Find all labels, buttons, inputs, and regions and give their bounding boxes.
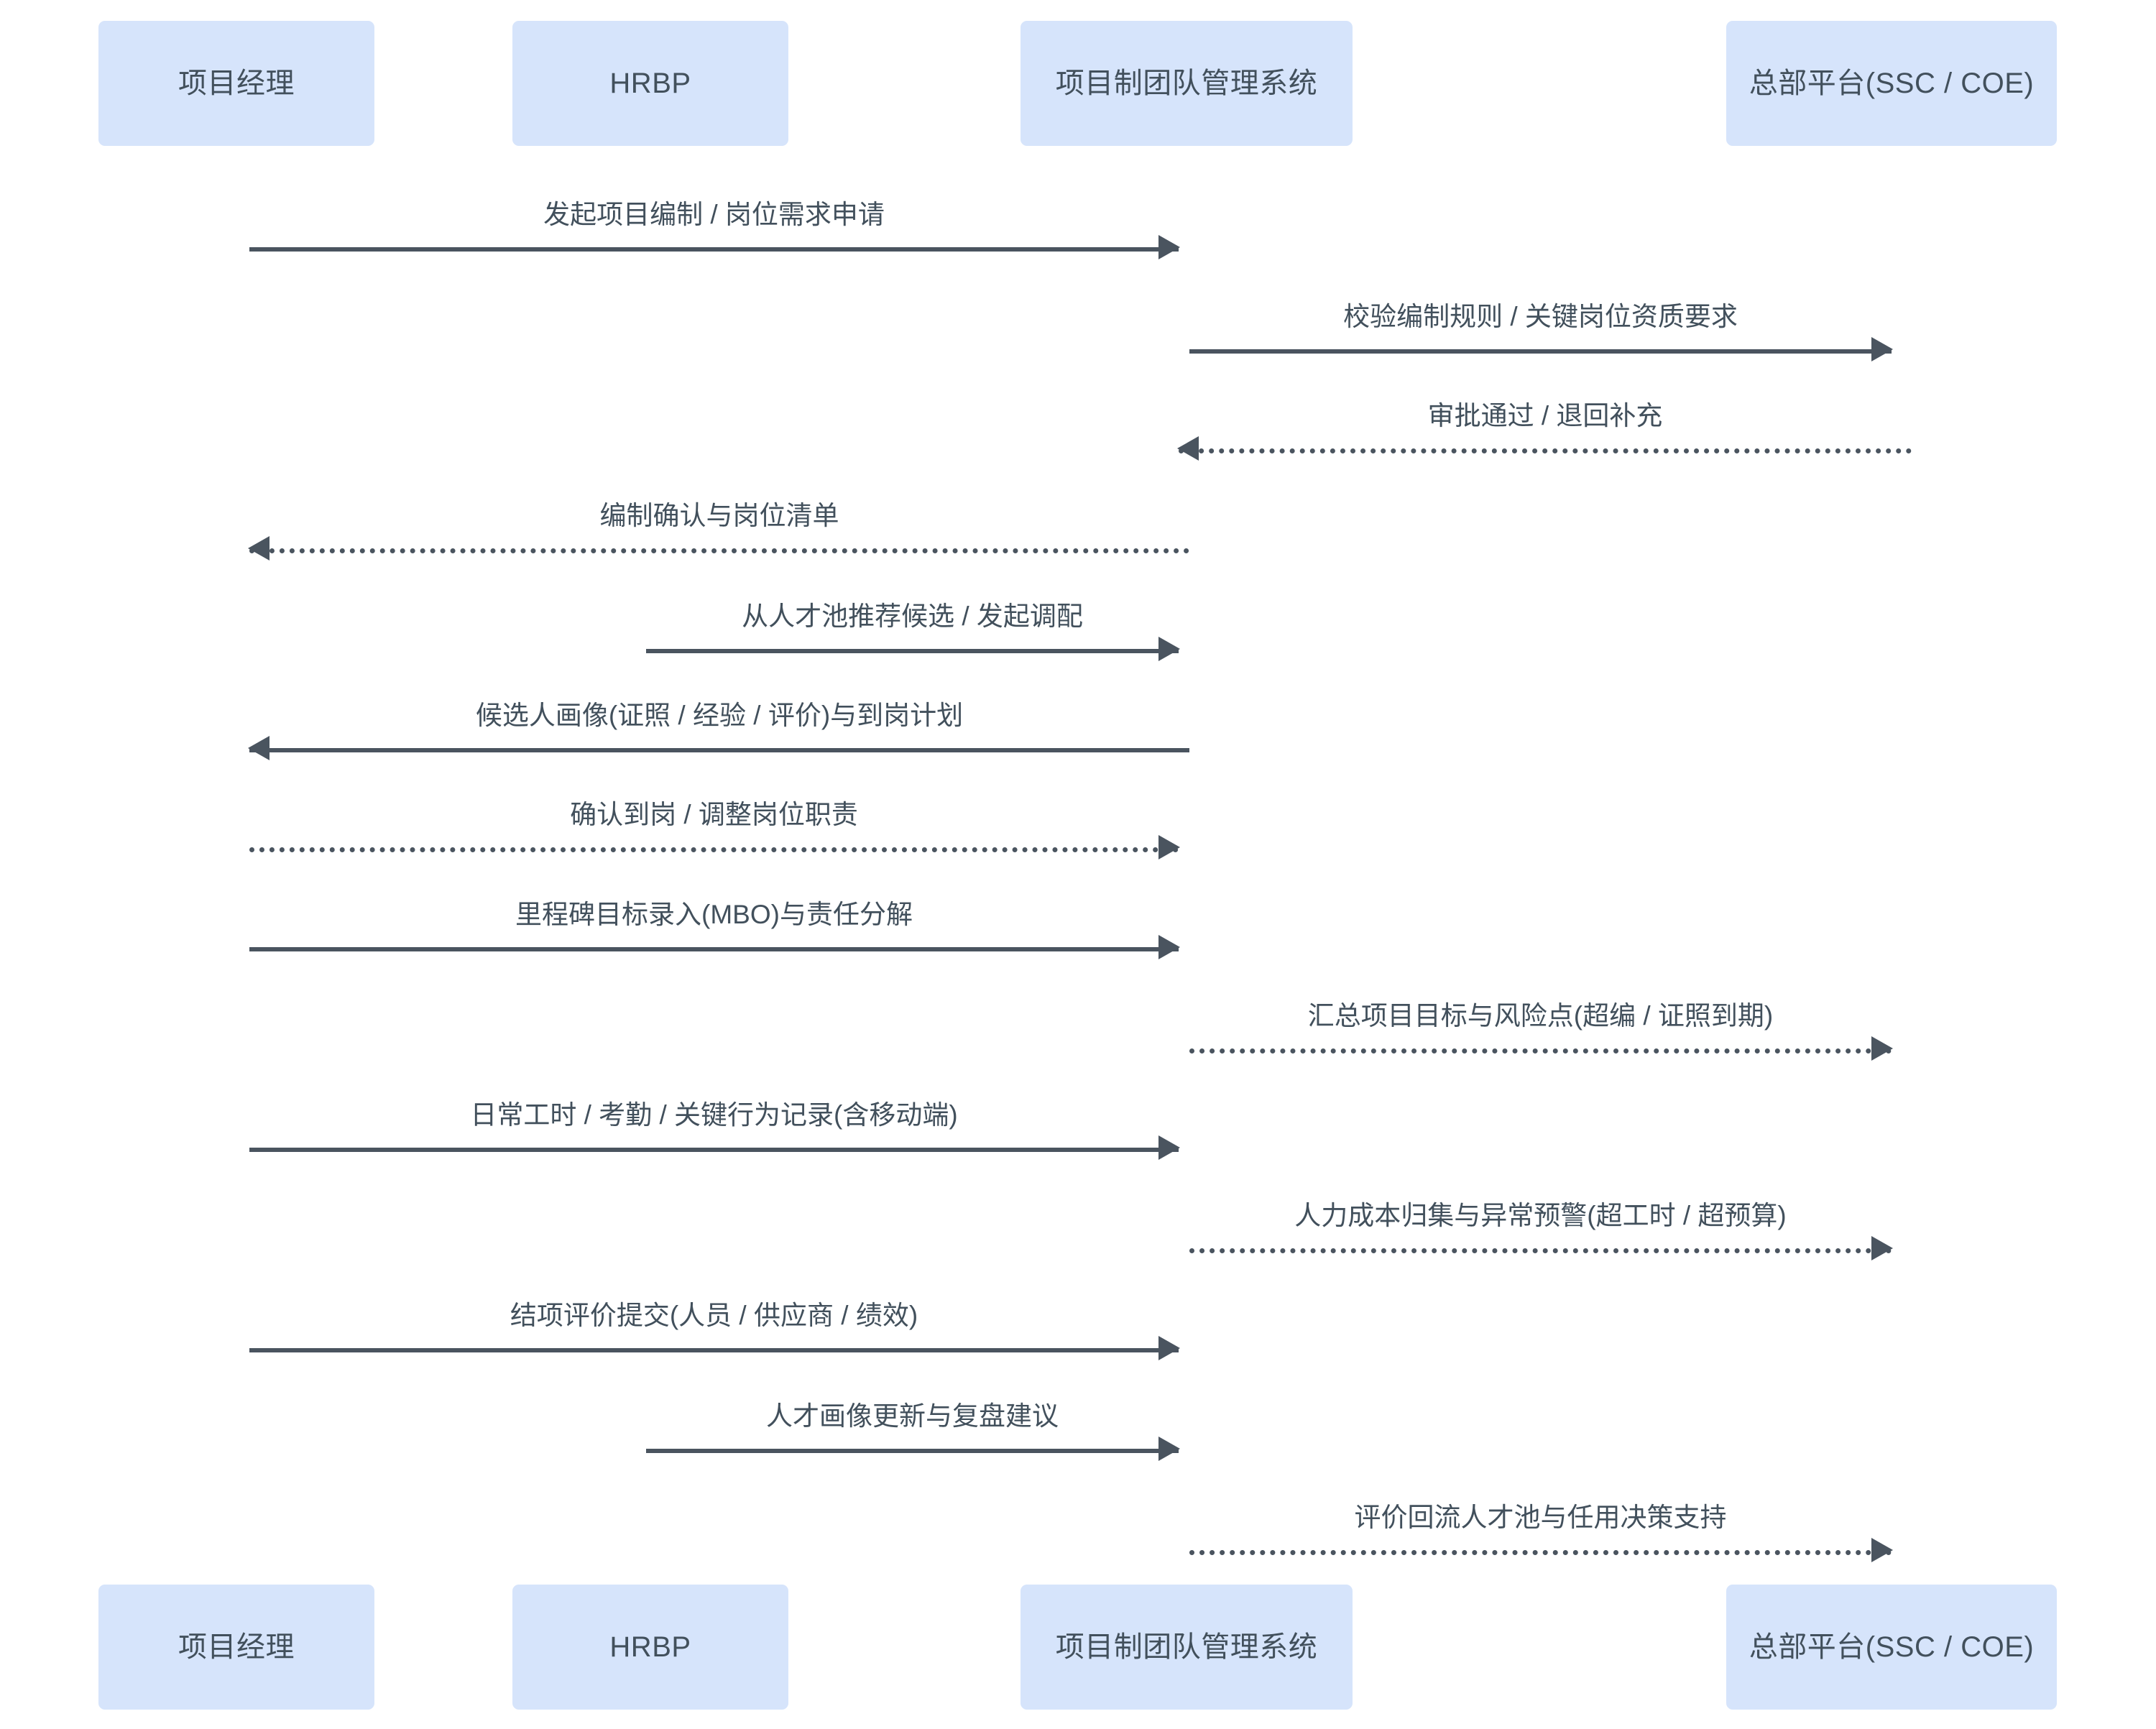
- arrowhead-right-icon: [1871, 1036, 1893, 1061]
- message-line-14: [1189, 1550, 1892, 1555]
- message-label-5: 从人才池推荐候选 / 发起调配: [742, 601, 1083, 631]
- message-label-3: 审批通过 / 退回补充: [1427, 400, 1663, 430]
- message-label-10: 日常工时 / 考勤 / 关键行为记录(含移动端): [470, 1099, 958, 1130]
- actor-box-pm-bottom[interactable]: 项目经理: [98, 1585, 374, 1710]
- actor-box-sys-bottom[interactable]: 项目制团队管理系统: [1021, 1585, 1353, 1710]
- arrowhead-right-icon: [1158, 1336, 1180, 1360]
- message-label-8: 里程碑目标录入(MBO)与责任分解: [515, 899, 913, 929]
- actor-label-hrbp: HRBP: [609, 68, 691, 99]
- actor-box-hq-top[interactable]: 总部平台(SSC / COE): [1726, 21, 2057, 146]
- arrowhead-right-icon: [1158, 935, 1180, 959]
- message-label-6: 候选人画像(证照 / 经验 / 评价)与到岗计划: [475, 700, 964, 730]
- message-label-7: 确认到岗 / 调整岗位职责: [570, 799, 858, 829]
- arrowhead-right-icon: [1158, 1135, 1180, 1160]
- message-line-8: [249, 947, 1179, 951]
- actor-label-sys: 项目制团队管理系统: [1055, 68, 1318, 99]
- arrowhead-right-icon: [1158, 637, 1180, 661]
- actor-label-sys: 项目制团队管理系统: [1055, 1631, 1318, 1663]
- message-line-4: [249, 548, 1189, 553]
- arrowhead-right-icon: [1871, 337, 1893, 361]
- arrowhead-right-icon: [1158, 1437, 1180, 1461]
- arrowhead-left-icon: [1177, 436, 1199, 461]
- arrowhead-right-icon: [1158, 835, 1180, 859]
- message-label-11: 人力成本归集与异常预警(超工时 / 超预算): [1294, 1200, 1787, 1230]
- message-line-3: [1179, 448, 1912, 453]
- message-label-4: 编制确认与岗位清单: [599, 500, 839, 530]
- actor-label-pm: 项目经理: [178, 1631, 295, 1663]
- actor-box-hq-bottom[interactable]: 总部平台(SSC / COE): [1726, 1585, 2057, 1710]
- message-label-14: 评价回流人才池与任用决策支持: [1354, 1502, 1727, 1532]
- message-line-9: [1189, 1048, 1892, 1053]
- message-label-13: 人才画像更新与复盘建议: [766, 1401, 1059, 1431]
- actor-label-hq: 总部平台(SSC / COE): [1749, 1631, 2035, 1663]
- arrowhead-right-icon: [1871, 1236, 1893, 1260]
- message-line-5: [646, 649, 1179, 653]
- message-line-7: [249, 847, 1179, 852]
- message-label-12: 结项评价提交(人员 / 供应商 / 绩效): [510, 1300, 918, 1330]
- actor-box-hrbp-bottom[interactable]: HRBP: [512, 1585, 788, 1710]
- arrowhead-left-icon: [248, 536, 270, 561]
- arrowhead-right-icon: [1158, 235, 1180, 259]
- message-label-2: 校验编制规则 / 关键岗位资质要求: [1343, 301, 1738, 331]
- message-line-13: [646, 1449, 1179, 1453]
- actor-box-pm-top[interactable]: 项目经理: [98, 21, 374, 146]
- message-line-12: [249, 1348, 1179, 1352]
- actor-box-sys-top[interactable]: 项目制团队管理系统: [1021, 21, 1353, 146]
- actor-label-hrbp: HRBP: [609, 1631, 691, 1663]
- actor-label-pm: 项目经理: [178, 68, 295, 99]
- message-line-1: [249, 247, 1179, 252]
- actor-box-hrbp-top[interactable]: HRBP: [512, 21, 788, 146]
- arrowhead-right-icon: [1871, 1538, 1893, 1562]
- message-label-1: 发起项目编制 / 岗位需求申请: [543, 199, 885, 229]
- message-label-9: 汇总项目目标与风险点(超编 / 证照到期): [1307, 1000, 1774, 1031]
- message-line-2: [1189, 349, 1892, 354]
- message-line-10: [249, 1148, 1179, 1152]
- message-line-11: [1189, 1248, 1892, 1253]
- actor-label-hq: 总部平台(SSC / COE): [1749, 68, 2035, 99]
- arrowhead-left-icon: [248, 736, 270, 760]
- message-line-6: [249, 748, 1189, 752]
